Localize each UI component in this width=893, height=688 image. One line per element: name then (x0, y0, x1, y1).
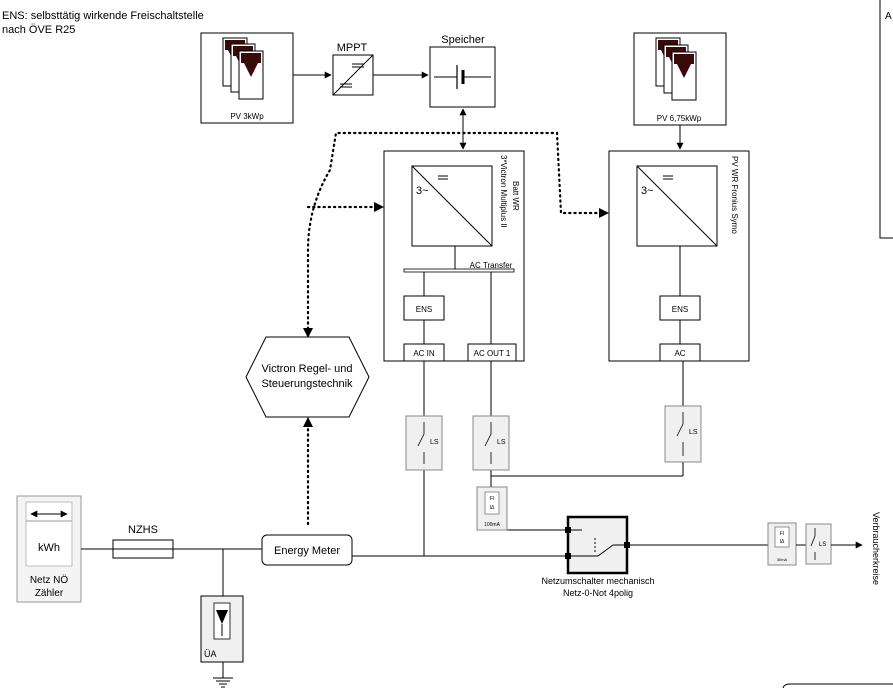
circuit-breaker-fronius: LS (664, 405, 702, 463)
switch-line1: Netzumschalter mechanisch (541, 576, 654, 586)
energy-meter: Energy Meter (261, 534, 353, 566)
side-frame-letter: A (885, 11, 892, 22)
fronius-ens: ENS (672, 305, 688, 314)
control-signal-lines (306, 131, 605, 526)
rcd-30ma: FI IΔ 30mA (767, 522, 797, 566)
fi2-top: FI (780, 531, 784, 537)
fronius-label: PV WR Fronius Symo (730, 156, 739, 234)
mppt-label: MPPT (337, 42, 368, 54)
ac-in-label: AC IN (413, 349, 435, 358)
control-line2: Steuerungstechnik (261, 378, 353, 390)
side-frame (879, 0, 893, 239)
ac-out-label: AC OUT 1 (474, 349, 511, 358)
bottom-frame (782, 683, 893, 688)
meter-line2: Zähler (35, 588, 64, 599)
ground-icon (213, 677, 233, 688)
victron-phase: 3~ (416, 185, 429, 197)
ac-transfer-label: AC Transfer (470, 261, 513, 270)
fronius-pv-inverter: 3~ PV WR Fronius Symo ENS AC (608, 150, 750, 362)
victron-control-unit: Victron Regel- und Steuerungstechnik (245, 336, 370, 418)
transfer-switch: Netzumschalter mechanisch Netz-0-Not 4po… (541, 515, 655, 598)
energy-meter-label: Energy Meter (274, 545, 340, 557)
victron-label-2: 3*Victron Multiplus II (499, 155, 508, 228)
consumers-label: Verbraucherkreise (871, 512, 881, 585)
victron-label-1: Batt WR (511, 181, 520, 211)
switch-line2: Netz-0-Not 4polig (563, 588, 633, 598)
meter-unit: kWh (38, 542, 60, 554)
legend-line1: ENS: selbsttätig wirkende Freischaltstel… (2, 10, 204, 22)
pv1-label: PV 3kWp (230, 112, 264, 121)
grid-meter: kWh Netz NÖ Zähler (16, 495, 82, 603)
fronius-phase: 3~ (641, 185, 654, 197)
control-line1: Victron Regel- und (262, 363, 353, 375)
speicher-label: Speicher (441, 34, 485, 46)
ac-transfer-bus (403, 268, 515, 273)
circuit-breaker-acout: LS (472, 415, 510, 471)
circuit-breaker-consumers: LS (805, 523, 832, 565)
circuit-breaker-acin: LS (405, 415, 443, 471)
battery-icon (434, 65, 491, 89)
ls-label: LS (689, 429, 698, 436)
ls-label: LS (430, 439, 439, 446)
meter-line1: Netz NÖ (30, 574, 69, 586)
victron-battery-inverter: 3~ Batt WR 3*Victron Multiplus II AC Tra… (383, 150, 525, 362)
ls-label: LS (497, 439, 506, 446)
fi1-rating: 100mA (484, 522, 501, 528)
rcd-100ma: FI IΔ 100mA (476, 486, 508, 531)
pv-array-675kwp: PV 6,75kWp (633, 32, 727, 126)
pv-array-3kwp: PV 3kWp (200, 32, 294, 124)
fi1-sub: IΔ (490, 505, 495, 511)
fi1-top: FI (490, 496, 494, 502)
fi2-sub: IΔ (780, 539, 785, 545)
victron-ens: ENS (416, 305, 432, 314)
mppt-converter: MPPT (332, 42, 374, 96)
fi2-rating: 30mA (777, 557, 788, 562)
nzhs-label: NZHS (128, 524, 158, 536)
ua-label: ÜA (204, 649, 217, 659)
battery-storage: Speicher (429, 34, 496, 108)
legend-line2: nach ÖVE R25 (2, 24, 75, 36)
pv2-label: PV 6,75kWp (657, 114, 702, 123)
ls-label: LS (819, 542, 826, 548)
fronius-ac: AC (674, 349, 685, 358)
surge-arrester: ÜA (200, 595, 244, 688)
